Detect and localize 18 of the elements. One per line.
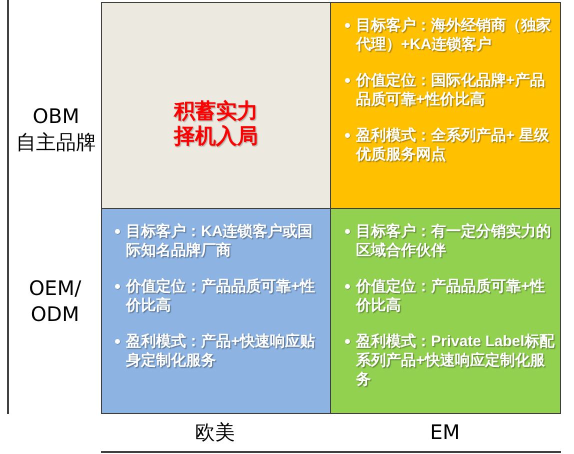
bullet-text: 盈利模式：产品+快速响应贴身定制化服务 bbox=[126, 332, 316, 370]
headline-text: 积蓄实力择机入局 bbox=[174, 99, 258, 149]
bullet-text: 价值定位：国际化品牌+产品品质可靠+性价比高 bbox=[356, 71, 546, 109]
column-label: 欧美 bbox=[194, 419, 236, 445]
quadrant-panel bbox=[330, 2, 561, 209]
bullet-text: 盈利模式：全系列产品+ 星级优质服务网点 bbox=[356, 126, 550, 164]
quadrant-panel bbox=[101, 2, 331, 209]
quadrant-panel bbox=[101, 208, 331, 414]
row-label: OEM/ ODM bbox=[28, 275, 82, 327]
bullet-text: 目标客户：有一定分销实力的区域合作伙伴 bbox=[356, 222, 552, 260]
column-label: EM bbox=[429, 419, 461, 445]
bullet-text: 价值定位：产品品质可靠+性价比高 bbox=[126, 277, 316, 315]
bullet-text: 目标客户：KA连锁客户或国际知名品牌厂商 bbox=[126, 222, 314, 260]
bullet-text: 目标客户：海外经销商（独家代理）+KA连锁客户 bbox=[356, 16, 552, 54]
bullet-text: 价值定位：产品品质可靠+性价比高 bbox=[356, 277, 546, 315]
bullet-text: 盈利模式：Private Label标配系列产品+快速响应定制化服务 bbox=[356, 332, 556, 389]
row-label: OBM 自主品牌 bbox=[15, 103, 97, 155]
quadrant-panel bbox=[330, 208, 561, 414]
